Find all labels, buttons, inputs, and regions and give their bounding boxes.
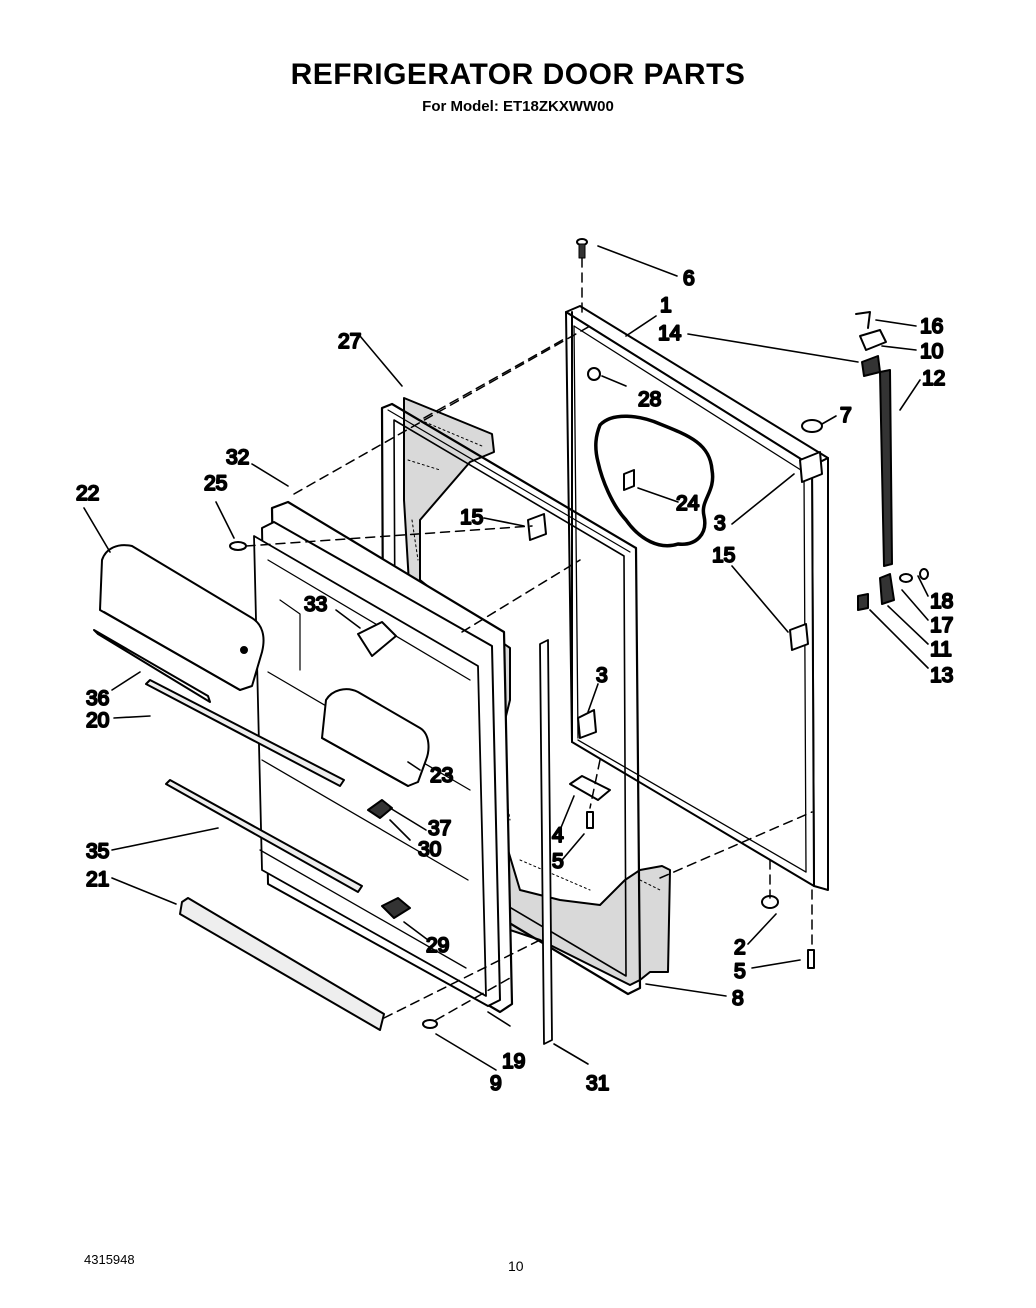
callout-14: 14 xyxy=(658,322,682,345)
shelf-support-29 xyxy=(381,897,411,919)
callout-31: 31 xyxy=(586,1072,609,1095)
callout-4: 4 xyxy=(552,824,564,847)
screw-6 xyxy=(576,238,588,259)
callout-19: 19 xyxy=(502,1050,525,1073)
callout-30: 30 xyxy=(418,838,441,861)
callout-23: 23 xyxy=(430,764,453,787)
callout-36: 36 xyxy=(86,687,109,710)
callout-leaders xyxy=(83,245,929,1071)
callout-8: 8 xyxy=(732,987,744,1010)
callout-21: 21 xyxy=(86,868,109,891)
callout-20: 20 xyxy=(86,709,109,732)
plug-28 xyxy=(587,367,601,381)
dairy-door-trim xyxy=(93,629,211,703)
callout-9: 9 xyxy=(490,1072,502,1095)
page-title: REFRIGERATOR DOOR PARTS xyxy=(290,58,746,91)
callout-2: 2 xyxy=(734,936,746,959)
callout-11: 11 xyxy=(930,638,952,661)
callout-6: 6 xyxy=(683,267,695,290)
bottom-hinge-assembly xyxy=(857,568,929,611)
door-stop-7 xyxy=(801,419,823,433)
shelf-support-37 xyxy=(367,799,393,819)
screw-5-lower xyxy=(807,949,815,969)
door-bin xyxy=(321,688,430,787)
callout-3-top: 3 xyxy=(714,512,726,535)
insulation-cutaway xyxy=(594,414,715,548)
plug-15-right xyxy=(789,623,809,651)
model-subtitle: For Model: ET18ZKXWW00 xyxy=(422,98,614,115)
callout-15-left: 15 xyxy=(460,506,483,529)
callout-32: 32 xyxy=(226,446,249,469)
callout-33: 33 xyxy=(304,593,327,616)
callout-17: 17 xyxy=(930,614,953,637)
callout-27: 27 xyxy=(338,330,361,353)
callout-3-bottom: 3 xyxy=(596,664,608,687)
callout-16: 16 xyxy=(920,315,943,338)
clip-24 xyxy=(623,469,635,491)
page-number: 10 xyxy=(508,1258,524,1274)
hinge-plate-4 xyxy=(569,775,611,801)
callout-12: 12 xyxy=(922,367,945,390)
shelf-retainer-bar-bottom xyxy=(179,897,385,1031)
callout-7: 7 xyxy=(840,404,852,427)
top-hinge-assembly xyxy=(855,311,887,377)
document-number: 4315948 xyxy=(84,1252,135,1267)
callout-29: 29 xyxy=(426,934,449,957)
screw-9 xyxy=(422,1019,438,1029)
plug-15-left xyxy=(527,513,547,541)
dairy-compartment-door xyxy=(99,544,265,691)
callout-10: 10 xyxy=(920,340,943,363)
hinge-bracket-3-top xyxy=(799,451,823,483)
callout-15-right: 15 xyxy=(712,544,735,567)
hinge-bracket-3-bottom xyxy=(577,709,597,739)
callout-5-upper: 5 xyxy=(552,850,564,873)
door-seal-strip xyxy=(539,639,553,1045)
callout-24: 24 xyxy=(676,492,700,515)
assembly-guide-lines xyxy=(245,257,813,1021)
shelf-retainer-bar-middle xyxy=(165,779,363,893)
screw-25 xyxy=(229,541,247,551)
outer-door-panel xyxy=(565,305,829,891)
hinge-pin-12 xyxy=(879,369,893,567)
callout-28: 28 xyxy=(638,388,661,411)
callout-25: 25 xyxy=(204,472,227,495)
callout-1: 1 xyxy=(660,294,672,317)
callout-35: 35 xyxy=(86,840,109,863)
callout-22: 22 xyxy=(76,482,99,505)
callout-18: 18 xyxy=(930,590,953,613)
callout-13: 13 xyxy=(930,664,953,687)
callout-37: 37 xyxy=(428,817,451,840)
screw-5-upper xyxy=(586,811,594,829)
shelf-retainer-bar-top xyxy=(145,679,345,787)
callout-5-lower: 5 xyxy=(734,960,746,983)
shelf-support-33 xyxy=(357,621,397,657)
